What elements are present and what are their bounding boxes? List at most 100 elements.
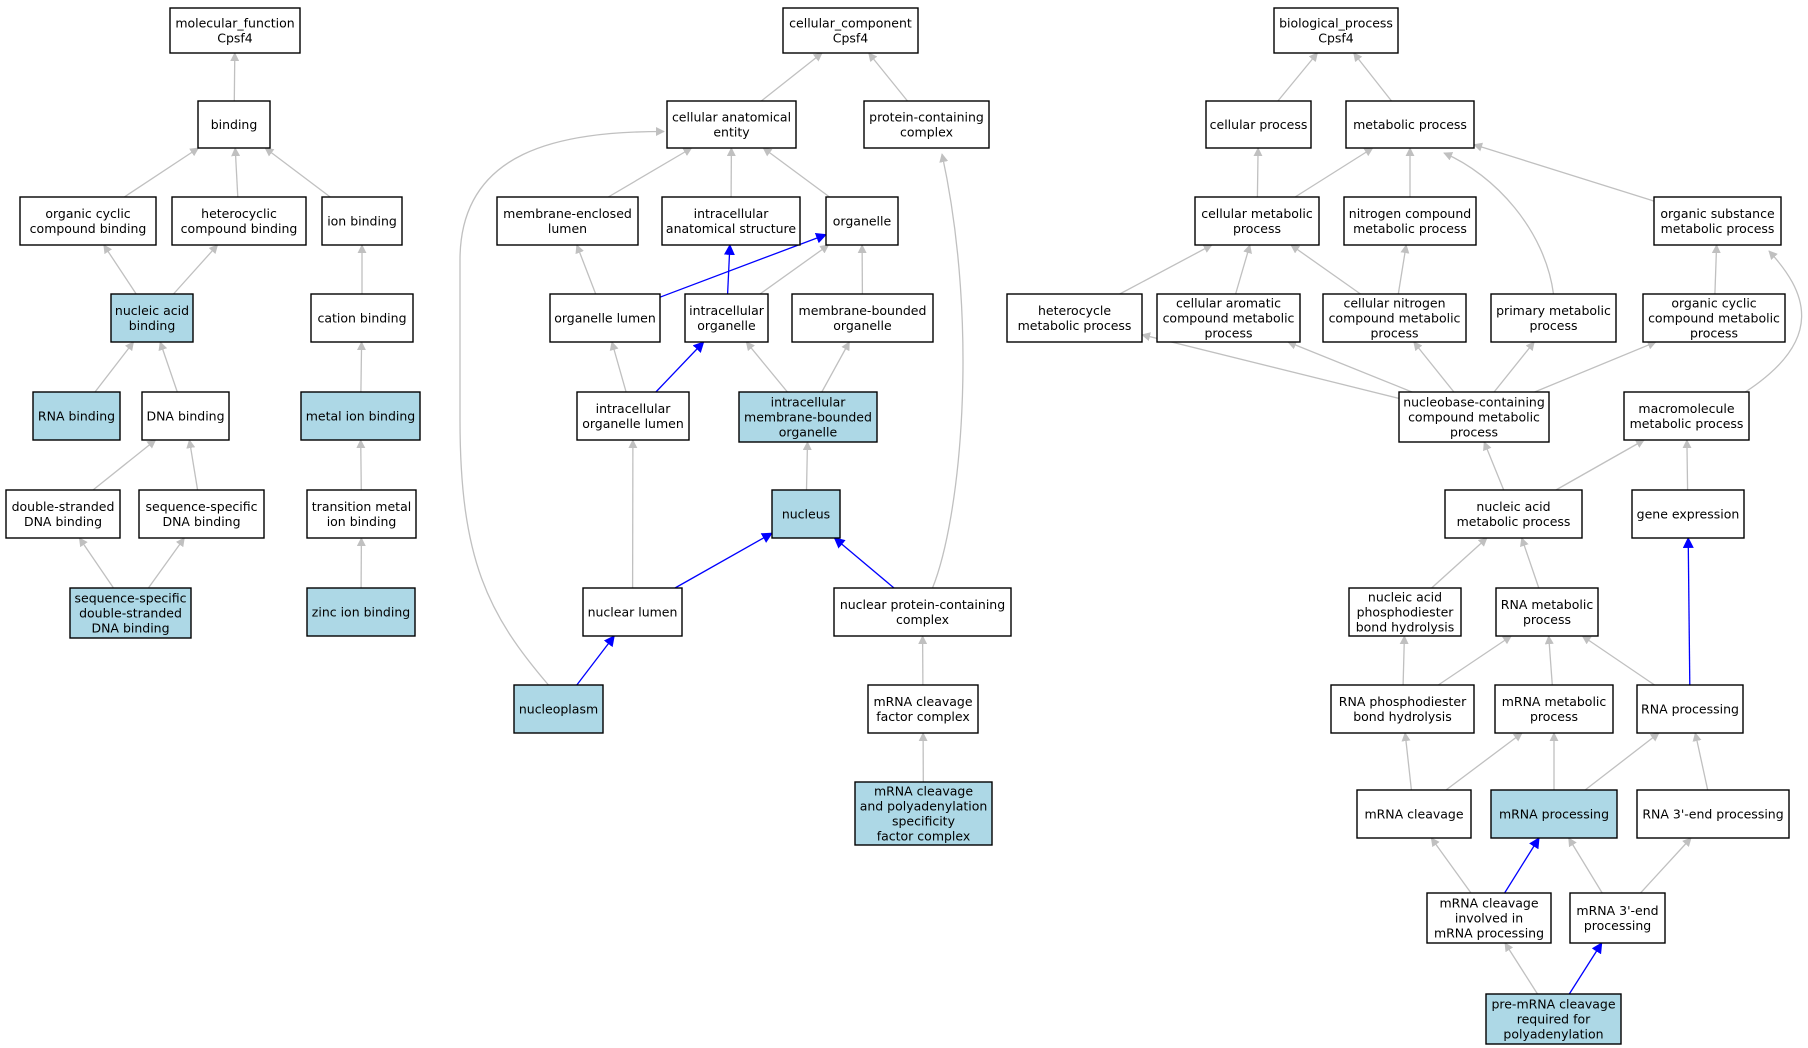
edge-npcc-to-pcc: [931, 153, 964, 589]
node-label-line: Cpsf4: [1318, 31, 1354, 46]
node-box: [300, 391, 421, 441]
go-term-node-rnab[interactable]: RNA binding: [32, 391, 121, 441]
go-term-node-org[interactable]: organelle: [825, 196, 899, 246]
edge-npcc-to-nuc: [833, 537, 895, 589]
node-box: [110, 293, 194, 343]
node-label-line: mRNA processing: [1499, 807, 1609, 822]
go-term-node-mp[interactable]: metabolic process: [1345, 100, 1475, 149]
node-box: [549, 293, 661, 343]
go-term-node-cp[interactable]: cellular process: [1205, 100, 1312, 149]
node-label-line: specificity: [892, 814, 956, 829]
edge-orgl-to-mel: [575, 244, 597, 295]
node-label-line: metabolic process: [1353, 221, 1467, 236]
go-term-node-rna3ep[interactable]: RNA 3'-end processing: [1636, 789, 1790, 839]
node-label-line: cation binding: [317, 311, 406, 326]
node-label-line: nucleic acid: [115, 303, 189, 318]
go-term-node-ionb[interactable]: ion binding: [321, 196, 403, 246]
node-label-line: mRNA processing: [1434, 926, 1544, 941]
go-term-node-nuc[interactable]: nucleus: [771, 489, 841, 539]
go-term-node-znb[interactable]: zinc ion binding: [306, 587, 416, 637]
node-label-line: cellular metabolic: [1201, 206, 1313, 221]
edge-imbo-to-mbo: [821, 341, 850, 393]
node-label-line: compound metabolic: [1408, 410, 1540, 425]
edge-hcb-to-binding: [231, 147, 241, 198]
node-box: [5, 489, 121, 539]
node-label-line: gene expression: [1637, 507, 1740, 522]
go-term-node-mrnac[interactable]: mRNA cleavage: [1356, 789, 1472, 839]
go-term-node-ge[interactable]: gene expression: [1631, 489, 1745, 539]
node-label-line: nucleobase-containing: [1403, 395, 1545, 410]
go-term-node-nl[interactable]: nuclear lumen: [582, 587, 683, 637]
node-label-line: primary metabolic: [1496, 303, 1611, 318]
node-label-line: compound binding: [30, 221, 147, 236]
node-label-line: cellular aromatic: [1176, 296, 1281, 311]
node-label-line: process: [1370, 326, 1418, 341]
go-term-node-rnap[interactable]: RNA processing: [1636, 684, 1744, 734]
node-label-line: binding: [211, 117, 258, 132]
node-label-line: nuclear lumen: [588, 605, 678, 620]
node-label-line: membrane-bounded: [799, 303, 927, 318]
node-box: [867, 684, 979, 734]
go-term-node-binding[interactable]: binding: [197, 100, 271, 149]
edge-rnap-to-ge: [1682, 536, 1694, 686]
node-box: [782, 7, 919, 54]
go-term-node-np[interactable]: nucleoplasm: [513, 684, 604, 734]
node-label-line: RNA processing: [1641, 702, 1739, 717]
edge-np-to-cae: [459, 127, 665, 686]
go-term-node-dnab[interactable]: DNA binding: [141, 391, 230, 441]
go-term-node-orgl[interactable]: organelle lumen: [549, 293, 661, 343]
node-label-line: DNA binding: [24, 514, 102, 529]
go-term-node-mrnaproc[interactable]: mRNA processing: [1490, 789, 1618, 839]
node-label-line: bond hydrolysis: [1356, 620, 1455, 635]
go-term-node-metalb[interactable]: metal ion binding: [300, 391, 421, 441]
node-label-line: lumen: [548, 221, 587, 236]
edge-napbh-to-namp: [1431, 537, 1488, 589]
node-label-line: mRNA cleavage: [873, 694, 972, 709]
node-box: [1426, 892, 1552, 944]
node-box: [1569, 892, 1666, 944]
go-term-node-cationb[interactable]: cation binding: [310, 293, 414, 343]
edge-imbo-to-io: [745, 341, 788, 393]
node-label-line: mRNA metabolic: [1502, 694, 1607, 709]
